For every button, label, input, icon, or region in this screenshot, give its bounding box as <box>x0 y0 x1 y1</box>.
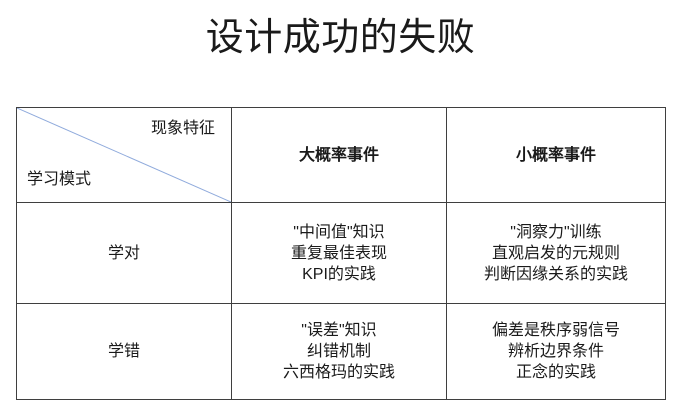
row-label-learn-right: 学对 <box>17 203 232 304</box>
matrix-table: 现象特征 学习模式 大概率事件 小概率事件 学对 "中间值"知识 重复最佳表现 … <box>16 107 666 400</box>
table-corner-cell: 现象特征 学习模式 <box>17 108 232 203</box>
corner-label-phenomenon-features: 现象特征 <box>150 120 215 137</box>
column-header-low-probability: 小概率事件 <box>447 108 665 203</box>
column-header-high-probability: 大概率事件 <box>232 108 447 203</box>
cell-learn-right-low-probability: "洞察力"训练 直观启发的元规则 判断因缘关系的实践 <box>447 203 665 304</box>
cell-learn-wrong-low-probability: 偏差是秩序弱信号 辨析边界条件 正念的实践 <box>491 322 620 381</box>
diagonal-divider-line <box>17 108 231 202</box>
cell-learn-wrong-high-probability: "误差"知识 纠错机制 六西格玛的实践 <box>232 304 447 399</box>
slide-title: 设计成功的失败 <box>205 17 476 59</box>
corner-label-learning-mode: 学习模式 <box>27 171 92 188</box>
row-label-learn-wrong: 学错 <box>17 304 232 399</box>
cell-learn-right-high-probability: "中间值"知识 重复最佳表现 KPI的实践 <box>232 203 447 304</box>
